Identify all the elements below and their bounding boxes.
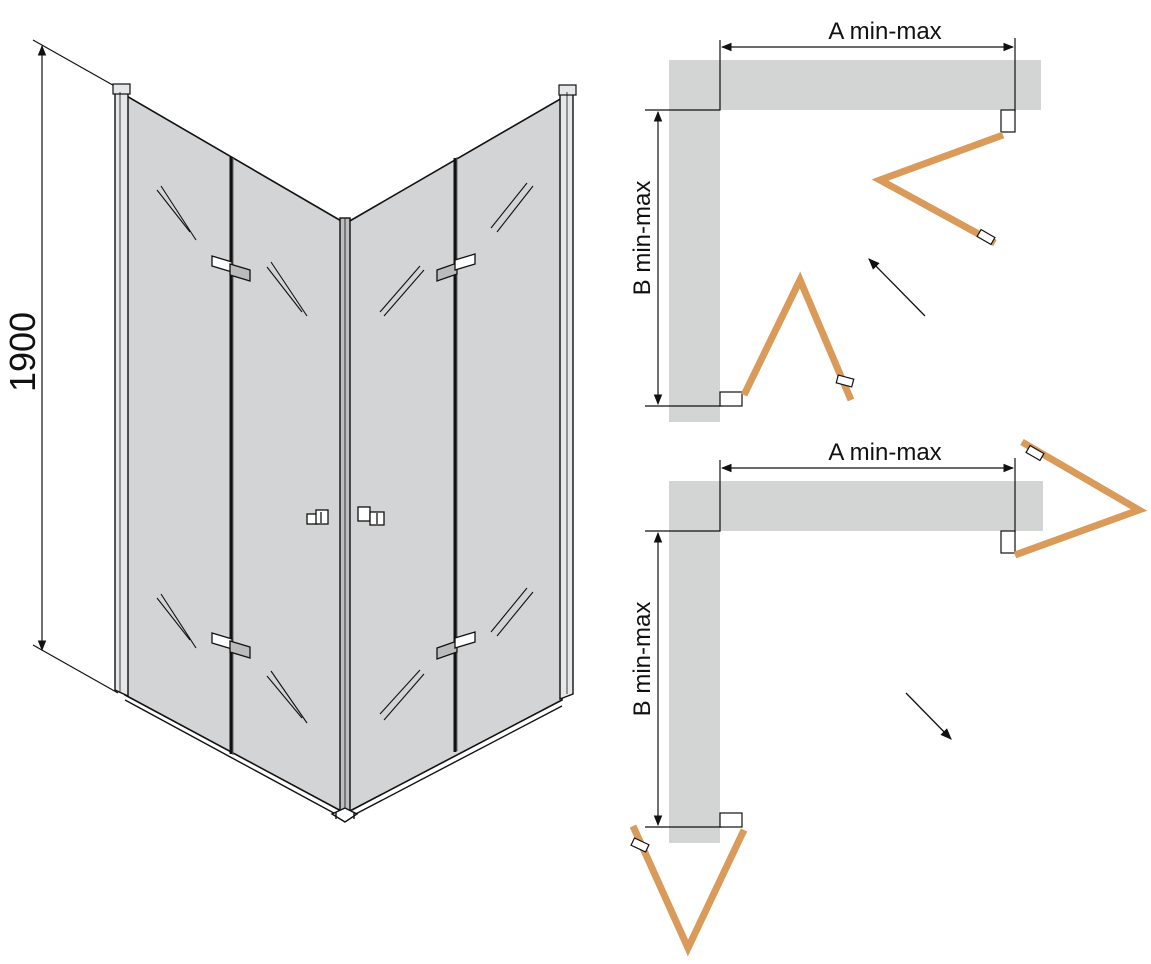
left-glass-panel	[124, 93, 344, 814]
left-profile-cap	[112, 83, 131, 95]
height-label: 1900	[2, 312, 43, 392]
right-wall-profile	[559, 86, 574, 701]
left-lower-hinge	[211, 632, 251, 659]
plan-view-top: A min-max B min-max	[629, 18, 1041, 422]
right-profile-cap	[558, 84, 577, 96]
height-dimension	[32, 39, 119, 694]
top-plan-right-profile	[1000, 109, 1016, 133]
bottom-plan-wall-horizontal	[669, 481, 1043, 531]
bottom-plan-left-folding-door	[629, 824, 748, 957]
top-plan-left-folding-door	[740, 271, 855, 402]
bottom-plan-corner-outline	[645, 460, 721, 532]
corner-post	[330, 217, 359, 823]
top-plan-right-folding-door	[871, 131, 1005, 247]
top-plan-right-door-handle	[976, 228, 996, 246]
top-plan-left-profile	[719, 391, 743, 407]
top-plan-wall-vertical	[669, 60, 720, 422]
bottom-plan-left-profile	[719, 812, 743, 828]
top-plan-corner-outline	[645, 40, 721, 111]
top-plan-wall-horizontal	[669, 60, 1041, 110]
left-glass-wall	[112, 83, 344, 819]
top-plan-opening-arrow	[868, 258, 926, 317]
bottom-plan-right-profile	[1000, 530, 1016, 554]
bottom-plan-right-door-handle	[1025, 444, 1045, 462]
left-upper-hinge	[211, 255, 251, 282]
bottom-plan-width-label: A min-max	[828, 439, 941, 466]
plan-view-bottom: A min-max B min-max	[629, 438, 1148, 957]
bottom-plan-opening-arrow	[905, 692, 952, 740]
bottom-plan-right-folding-door	[1013, 438, 1148, 559]
bottom-plan-left-door-handle	[630, 837, 650, 853]
left-door-knob	[306, 509, 329, 525]
height-extension-bottom	[32, 644, 119, 694]
top-plan-left-door-handle	[835, 374, 855, 388]
bottom-plan-wall-vertical	[669, 481, 720, 843]
right-upper-hinge	[436, 253, 476, 282]
height-extension-top	[32, 39, 119, 89]
top-plan-depth-label: B min-max	[629, 181, 656, 296]
left-glass-reflections	[156, 185, 308, 724]
top-plan-width-label: A min-max	[828, 18, 941, 45]
right-glass-reflections	[379, 182, 534, 721]
left-bottom-rail	[124, 699, 344, 819]
enclosure-view: 1900	[2, 39, 577, 823]
right-bottom-rail	[347, 705, 563, 819]
right-lower-hinge	[436, 631, 476, 660]
right-door-knob	[357, 506, 385, 526]
right-glass-wall	[347, 84, 577, 819]
left-wall-profile	[114, 87, 129, 698]
bottom-plan-depth-label: B min-max	[629, 602, 656, 717]
